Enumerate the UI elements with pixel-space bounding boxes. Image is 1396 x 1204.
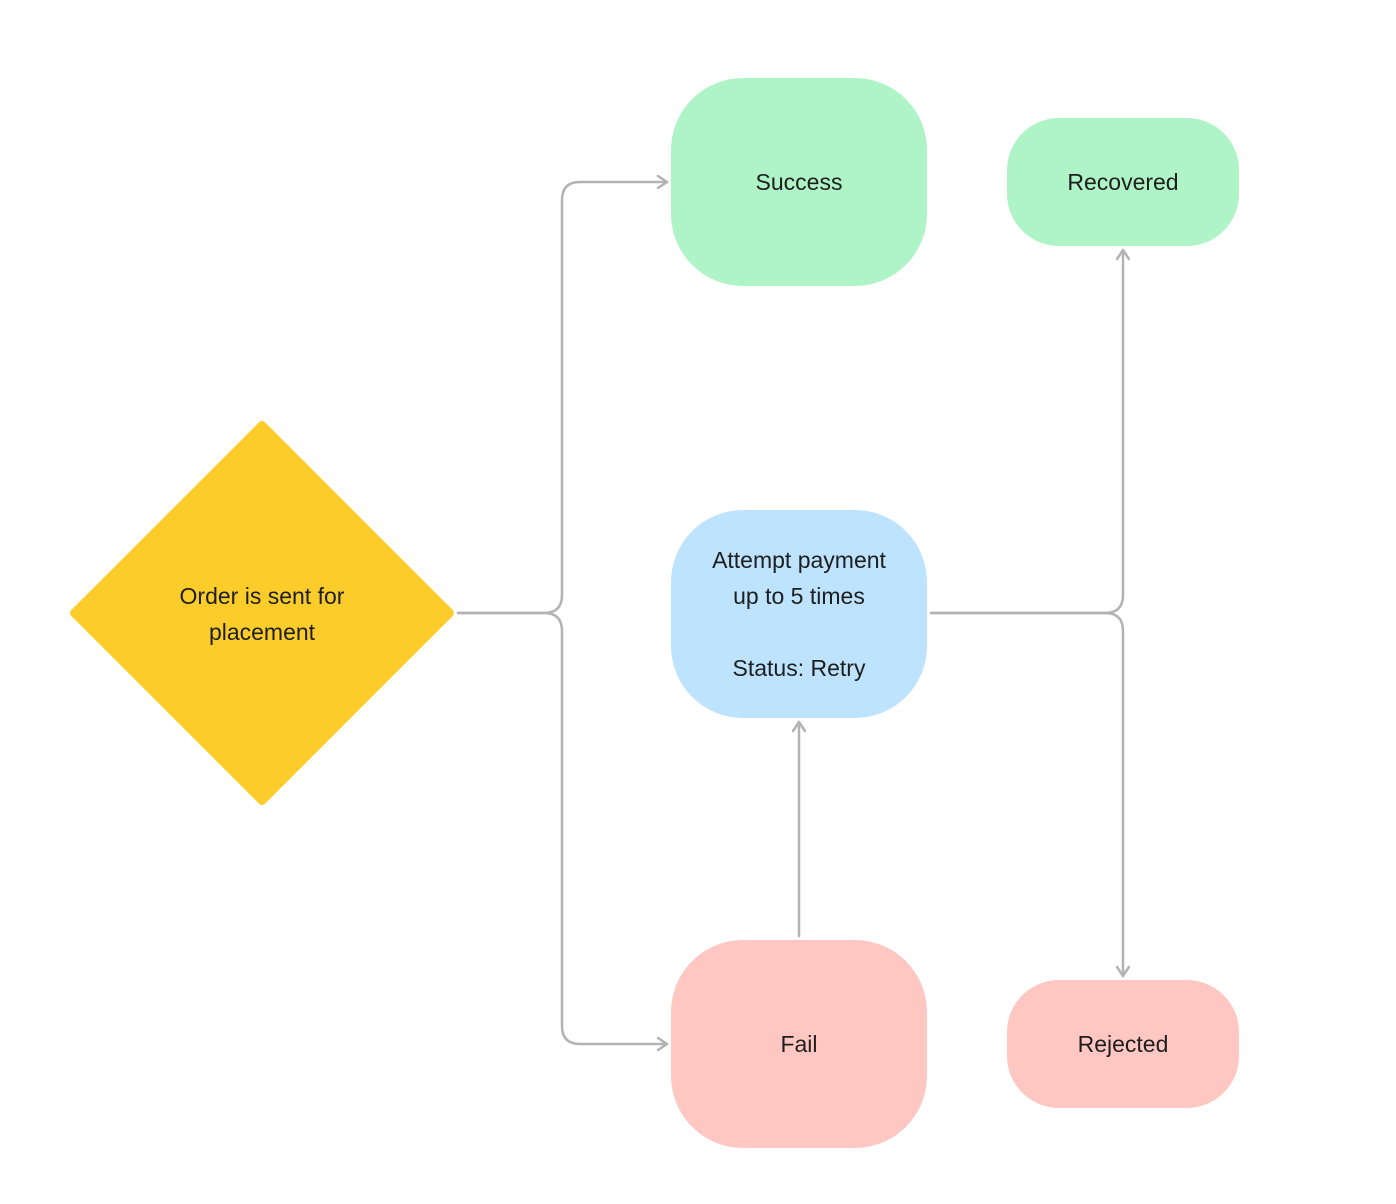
decision-diamond[interactable]	[70, 421, 454, 805]
connector-decision-to-success	[456, 182, 669, 615]
success-node[interactable]: Success	[671, 78, 927, 286]
fail-node[interactable]: Fail	[671, 940, 927, 1148]
connector-retry-to-rejected	[929, 611, 1123, 978]
retry-label: Attempt payment up to 5 times Status: Re…	[712, 547, 886, 681]
success-label: Success	[755, 169, 843, 195]
rejected-node[interactable]: Rejected	[1007, 980, 1239, 1108]
connector-retry-to-recovered	[929, 248, 1123, 615]
rejected-label: Rejected	[1077, 1031, 1169, 1057]
fail-label: Fail	[780, 1031, 818, 1057]
recovered-node[interactable]: Recovered	[1007, 118, 1239, 246]
connector-decision-to-fail	[456, 611, 669, 1044]
retry-node[interactable]: Attempt payment up to 5 times Status: Re…	[671, 510, 927, 718]
recovered-label: Recovered	[1067, 169, 1179, 195]
decision-label: Order is sent for placement	[179, 583, 345, 645]
